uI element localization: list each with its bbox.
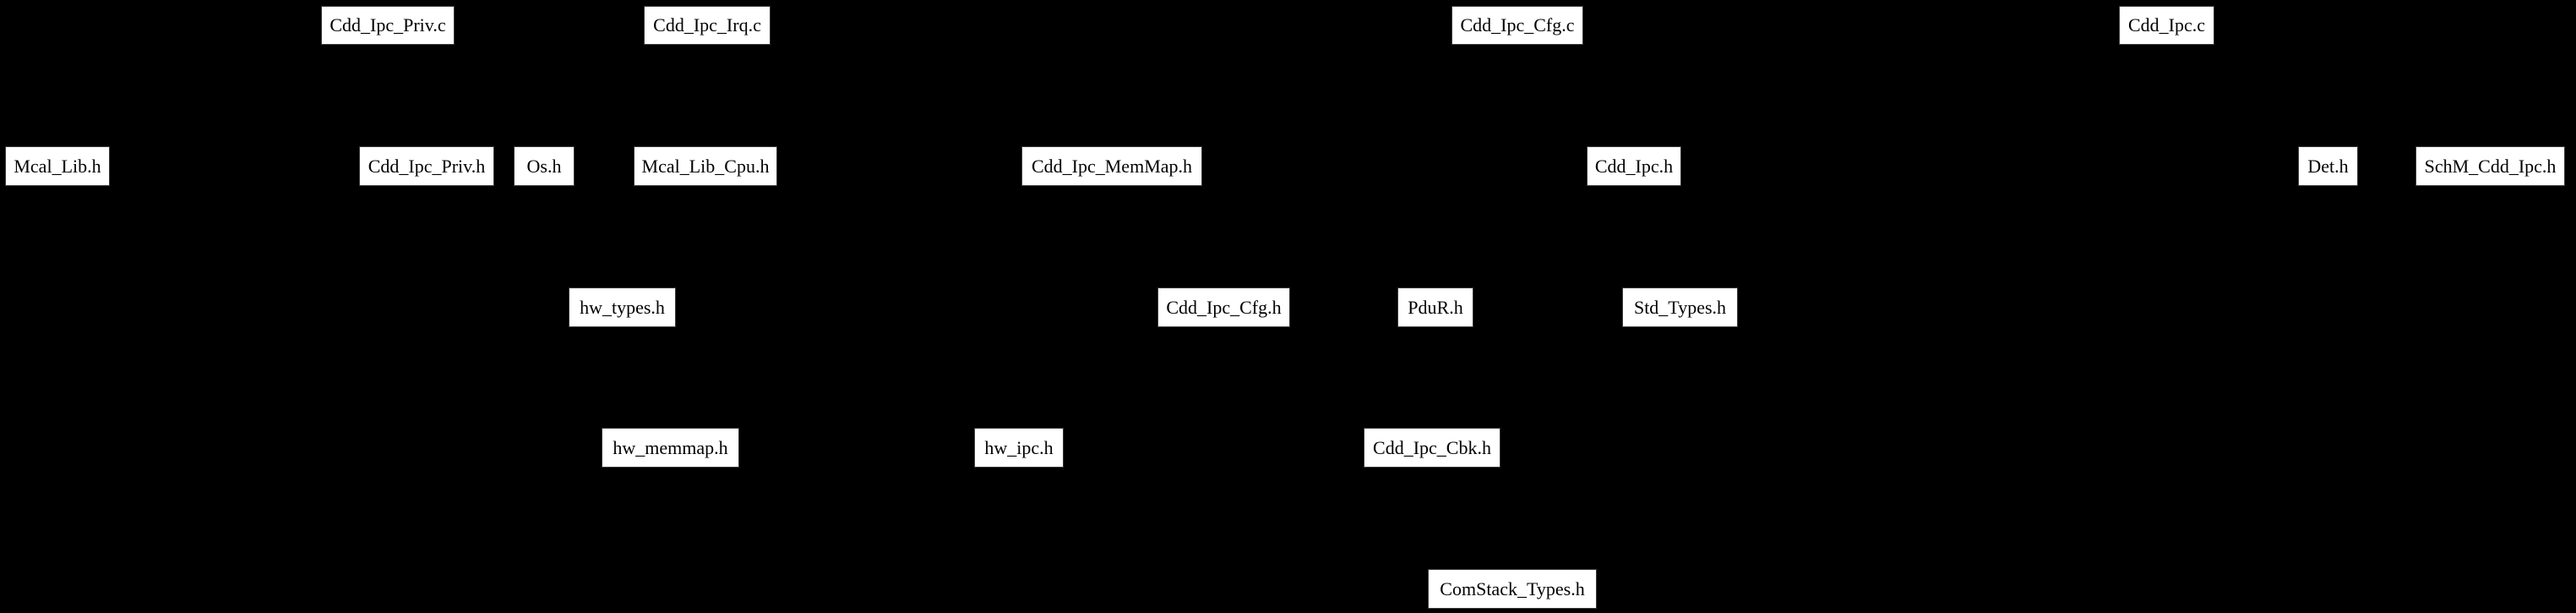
graph-node-comstack-types-h[interactable]: ComStack_Types.h	[1428, 569, 1597, 609]
graph-node-cdd-ipc-c[interactable]: Cdd_Ipc.c	[2119, 6, 2214, 45]
graph-node-label: Cdd_Ipc_Priv.h	[368, 155, 486, 177]
graph-node-mcal-lib-h[interactable]: Mcal_Lib.h	[5, 146, 110, 186]
graph-node-label: Cdd_Ipc_MemMap.h	[1031, 155, 1193, 177]
graph-node-os-h[interactable]: Os.h	[514, 146, 575, 186]
graph-node-label: hw_memmap.h	[613, 436, 728, 458]
graph-node-cdd-ipc-cbk-h[interactable]: Cdd_Ipc_Cbk.h	[1364, 428, 1500, 468]
graph-node-cdd-ipc-irq-c[interactable]: Cdd_Ipc_Irq.c	[644, 6, 771, 45]
graph-node-cdd-ipc-priv-h[interactable]: Cdd_Ipc_Priv.h	[359, 146, 494, 186]
graph-node-label: Cdd_Ipc_Priv.c	[329, 14, 446, 36]
graph-node-label: Std_Types.h	[1633, 296, 1727, 318]
graph-node-label: Mcal_Lib_Cpu.h	[641, 155, 770, 177]
graph-node-label: Cdd_Ipc_Cfg.h	[1166, 296, 1282, 318]
graph-node-cdd-ipc-cfg-c[interactable]: Cdd_Ipc_Cfg.c	[1451, 6, 1583, 45]
graph-node-label: hw_types.h	[580, 296, 665, 318]
graph-node-label: Mcal_Lib.h	[14, 155, 101, 177]
graph-node-label: Cdd_Ipc_Irq.c	[653, 14, 761, 36]
graph-node-label: Cdd_Ipc_Cbk.h	[1373, 436, 1491, 458]
graph-node-cdd-ipc-priv-c[interactable]: Cdd_Ipc_Priv.c	[321, 6, 455, 45]
graph-node-pdur-h[interactable]: PduR.h	[1397, 287, 1473, 327]
graph-node-label: ComStack_Types.h	[1440, 577, 1585, 599]
graph-node-label: Cdd_Ipc_Cfg.c	[1460, 14, 1575, 36]
graph-node-hw-memmap-h[interactable]: hw_memmap.h	[602, 428, 739, 468]
graph-node-cdd-ipc-cfg-h[interactable]: Cdd_Ipc_Cfg.h	[1157, 287, 1290, 327]
graph-node-label: PduR.h	[1408, 296, 1463, 318]
graph-node-label: hw_ipc.h	[984, 436, 1054, 458]
graph-node-cdd-ipc-h[interactable]: Cdd_Ipc.h	[1587, 146, 1681, 186]
graph-node-label: Cdd_Ipc.c	[2127, 14, 2206, 36]
graph-node-mcal-lib-cpu-h[interactable]: Mcal_Lib_Cpu.h	[634, 146, 777, 186]
graph-node-std-types-h[interactable]: Std_Types.h	[1622, 287, 1738, 327]
graph-node-hw-ipc-h[interactable]: hw_ipc.h	[974, 428, 1064, 468]
graph-node-det-h[interactable]: Det.h	[2298, 146, 2358, 186]
graph-node-label: Cdd_Ipc.h	[1594, 155, 1674, 177]
graph-node-cdd-ipc-memmap-h[interactable]: Cdd_Ipc_MemMap.h	[1021, 146, 1202, 186]
graph-node-label: Det.h	[2307, 155, 2349, 177]
graph-node-label: SchM_Cdd_Ipc.h	[2424, 155, 2557, 177]
graph-node-hw-types-h[interactable]: hw_types.h	[569, 287, 676, 327]
graph-node-label: Os.h	[526, 155, 562, 177]
graph-node-schm-cdd-ipc-h[interactable]: SchM_Cdd_Ipc.h	[2415, 146, 2565, 186]
